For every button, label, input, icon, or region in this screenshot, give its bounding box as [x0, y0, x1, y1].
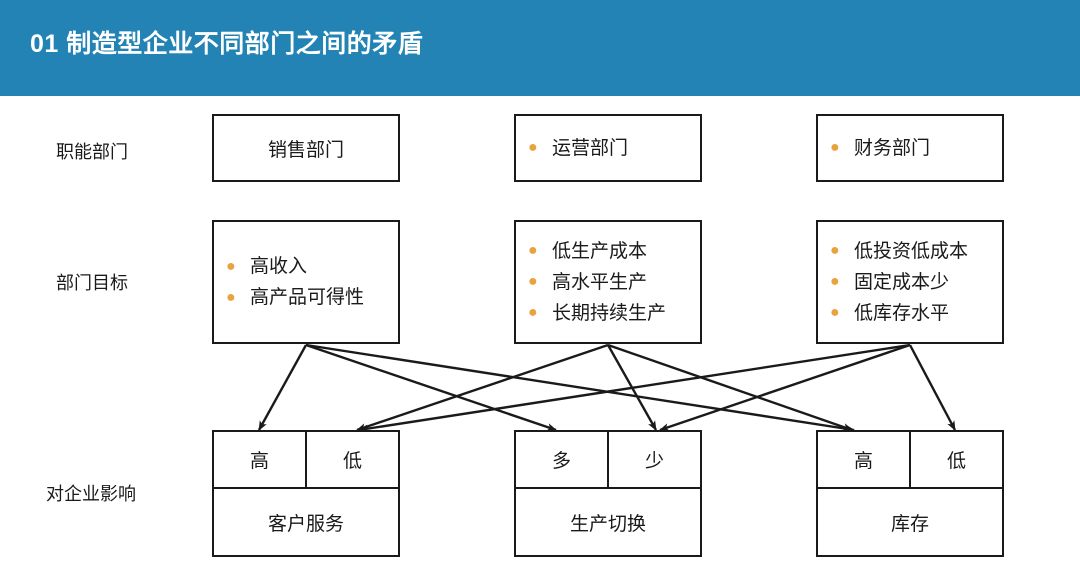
arrow-sales-to-service-high [257, 344, 308, 431]
goal-item: ● 低生产成本 [528, 236, 700, 267]
goal-text: 低投资低成本 [854, 240, 969, 262]
department-box-operations[interactable]: ● 运营部门 [514, 114, 702, 182]
bullet-dot-icon: ● [528, 304, 538, 321]
goal-text: 高水平生产 [552, 271, 648, 293]
impact-name-production-changeover: 生产切换 [569, 513, 646, 535]
goal-item: ● 低投资低成本 [830, 236, 1002, 267]
bullet-dot-icon: ● [830, 139, 840, 156]
department-box-sales[interactable]: 销售部门 [212, 114, 400, 182]
bullet-line: ● 财务部门 [830, 133, 1002, 164]
impact-box-production-changeover[interactable]: 多 少 生产切换 [514, 430, 702, 557]
impact-top-row: 高 低 [214, 432, 398, 489]
bullet-dot-icon: ● [830, 273, 840, 290]
impact-name-inventory: 库存 [890, 513, 929, 535]
goal-text: 低生产成本 [552, 240, 648, 262]
goals-box-operations[interactable]: ● 低生产成本 ● 高水平生产 ● 长期持续生产 [514, 220, 702, 344]
impact-cell-high[interactable]: 高 [818, 432, 911, 487]
bullet-dot-icon: ● [528, 242, 538, 259]
impact-name-customer-service: 客户服务 [267, 513, 344, 535]
bullet-dot-icon: ● [830, 304, 840, 321]
department-label-sales: 销售部门 [267, 139, 344, 161]
goal-item: ● 高产品可得性 [226, 282, 398, 313]
goal-item: ● 低库存水平 [830, 298, 1002, 329]
impact-cell-many[interactable]: 多 [516, 432, 609, 487]
goal-item: ● 高收入 [226, 251, 398, 282]
bullet-line: ● 运营部门 [528, 133, 700, 164]
goals-box-sales[interactable]: ● 高收入 ● 高产品可得性 [212, 220, 400, 344]
row-label-functions: 职能部门 [56, 142, 128, 162]
department-label-operations: 运营部门 [552, 137, 629, 159]
bullet-dot-icon: ● [528, 139, 538, 156]
department-label-finance: 财务部门 [854, 137, 931, 159]
bullet-dot-icon: ● [830, 242, 840, 259]
arrow-sales-to-changeover-many [305, 343, 557, 432]
arrow-finance-to-service-low [358, 343, 911, 433]
title-banner: 01 制造型企业不同部门之间的矛盾 [0, 0, 1080, 96]
impact-box-customer-service[interactable]: 高 低 客户服务 [212, 430, 400, 557]
goal-item: ● 高水平生产 [528, 267, 700, 298]
goals-box-finance[interactable]: ● 低投资低成本 ● 固定成本少 ● 低库存水平 [816, 220, 1004, 344]
impact-box-inventory[interactable]: 高 低 库存 [816, 430, 1004, 557]
goal-item: ● 长期持续生产 [528, 298, 700, 329]
impact-cell-high[interactable]: 高 [214, 432, 307, 487]
arrow-ops-to-inventory-high [607, 343, 853, 432]
impact-top-row: 高 低 [818, 432, 1002, 489]
bullet-dot-icon: ● [528, 273, 538, 290]
arrow-finance-to-changeover-few [659, 343, 911, 432]
department-box-finance[interactable]: ● 财务部门 [816, 114, 1004, 182]
bullet-dot-icon: ● [226, 257, 236, 275]
goal-text: 高收入 [250, 256, 308, 277]
goal-text: 低库存水平 [854, 302, 950, 324]
bullet-dot-icon: ● [226, 288, 236, 306]
goal-text: 长期持续生产 [552, 302, 667, 324]
goal-item: ● 固定成本少 [830, 267, 1002, 298]
arrow-sales-to-inventory-high [305, 343, 855, 433]
impact-cell-low[interactable]: 低 [342, 451, 362, 472]
row-label-impact: 对企业影响 [46, 484, 136, 504]
arrow-finance-to-inventory-low [908, 344, 957, 431]
impact-cell-few[interactable]: 少 [644, 451, 664, 472]
page-title: 01 制造型企业不同部门之间的矛盾 [30, 30, 424, 58]
impact-cell-low[interactable]: 低 [946, 451, 966, 472]
arrow-ops-to-changeover-few [606, 344, 658, 431]
row-label-goals: 部门目标 [56, 273, 128, 293]
goal-text: 固定成本少 [854, 271, 950, 293]
arrow-ops-to-service-low [356, 343, 609, 432]
goal-text: 高产品可得性 [250, 287, 365, 308]
impact-top-row: 多 少 [516, 432, 700, 489]
